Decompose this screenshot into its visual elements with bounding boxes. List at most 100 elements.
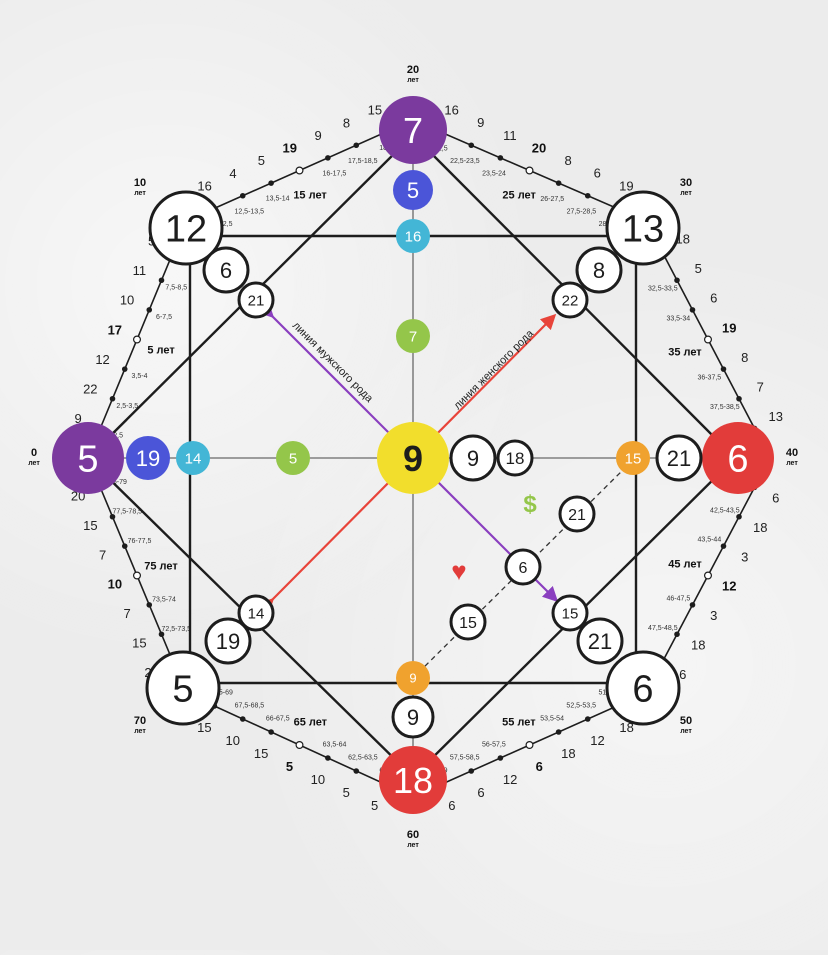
age-range-label: 17,5-18,5 <box>348 158 378 165</box>
node-top-3: 16 <box>396 219 430 253</box>
age-range-label: 77,5-78,5 <box>112 509 142 516</box>
node-value: 19 <box>136 446 160 471</box>
age-point <box>353 768 360 774</box>
node-top-main: 7 <box>379 96 447 164</box>
age-point-value: 16 <box>444 103 458 118</box>
mid-age-label: 35 лет <box>668 347 702 359</box>
age-point-value: 6 <box>477 785 484 800</box>
node-tl-main: 12 <box>148 190 224 266</box>
age-marker-unit: лет <box>28 460 40 467</box>
age-point-value: 15 <box>254 746 268 761</box>
age-point-value: 8 <box>741 350 748 365</box>
node-value: 18 <box>393 760 433 801</box>
age-point <box>239 716 246 722</box>
age-point <box>584 716 591 722</box>
node-value: 12 <box>165 209 207 251</box>
age-point-value: 8 <box>343 115 350 130</box>
age-point <box>158 277 165 284</box>
age-point <box>268 180 274 186</box>
age-point <box>468 142 475 149</box>
age-point <box>109 395 116 402</box>
node-value: 22 <box>562 292 579 309</box>
node-value: 21 <box>588 629 612 654</box>
age-point-value: 3 <box>741 549 748 564</box>
age-point <box>295 166 304 175</box>
age-point-value: 7 <box>757 380 764 395</box>
age-range-label: 68,5-69 <box>209 689 233 696</box>
node-value: 6 <box>519 560 528 577</box>
age-point <box>525 166 534 175</box>
age-point <box>295 740 304 749</box>
heart-icon: ♥ <box>451 556 466 586</box>
age-range-label: 23,5-24 <box>482 171 506 178</box>
age-point-value: 22 <box>83 382 97 397</box>
age-point-value: 18 <box>561 746 575 761</box>
age-point-value: 19 <box>283 141 297 156</box>
age-range-label: 52,5-53,5 <box>566 702 596 709</box>
node-left-main: 5 <box>52 422 124 494</box>
node-value: 5 <box>172 669 193 711</box>
age-range-label: 76-77,5 <box>128 538 152 545</box>
age-range-label: 13,5-14 <box>266 196 290 203</box>
age-range-label: 46-47,5 <box>666 595 690 602</box>
mid-age-label: 55 лет <box>502 716 536 728</box>
age-point <box>720 366 727 372</box>
node-value: 14 <box>185 450 202 467</box>
age-range-label: 67,5-68,5 <box>235 702 265 709</box>
node-tr-3: 22 <box>551 281 589 319</box>
age-marker-10: 10 <box>134 177 146 189</box>
mid-age-label: 25 лет <box>502 189 536 201</box>
age-point <box>121 543 128 549</box>
node-value: 5 <box>289 450 297 467</box>
male-line-label: линия мужского рода <box>290 320 376 406</box>
age-point-value: 18 <box>753 520 767 535</box>
node-value: 21 <box>248 292 265 309</box>
node-right-3: 15 <box>616 441 650 475</box>
node-value: 15 <box>459 615 477 632</box>
age-range-label: 42,5-43,5 <box>710 507 740 514</box>
age-point-value: 5 <box>258 153 265 168</box>
age-range-label: 66-67,5 <box>266 715 290 722</box>
age-point-value: 19 <box>619 178 633 193</box>
age-point-value: 10 <box>108 577 122 592</box>
age-point-value: 15 <box>132 635 146 650</box>
age-point <box>689 602 696 608</box>
node-value: 6 <box>632 669 653 711</box>
node-bottom-3: 9 <box>396 661 430 695</box>
node-left-3: 14 <box>176 441 210 475</box>
age-range-label: 53,5-54 <box>540 715 564 722</box>
age-point-value: 7 <box>99 547 106 562</box>
node-value: 8 <box>593 258 605 283</box>
node-value: 7 <box>403 110 423 151</box>
node-center-r1: 9 <box>449 434 497 482</box>
age-marker-unit: лет <box>134 728 146 735</box>
age-range-label: 47,5-48,5 <box>648 625 678 632</box>
mid-age-label: 5 лет <box>147 344 175 356</box>
age-point <box>109 513 116 520</box>
node-value: 14 <box>248 605 265 622</box>
node-value: 19 <box>216 629 240 654</box>
age-point <box>703 335 712 344</box>
age-point-value: 9 <box>477 115 484 130</box>
age-marker-unit: лет <box>134 190 146 197</box>
age-point <box>736 395 742 402</box>
node-value: 9 <box>407 705 419 730</box>
age-marker-30: 30 <box>680 177 692 189</box>
age-point <box>720 543 727 549</box>
age-point-value: 12 <box>722 579 736 594</box>
age-marker-50: 50 <box>680 715 692 727</box>
age-point <box>736 513 742 520</box>
age-point <box>325 755 331 761</box>
age-point-value: 6 <box>710 291 717 306</box>
node-value: 6 <box>220 258 232 283</box>
age-range-label: 3,5-4 <box>132 373 148 380</box>
age-point <box>555 180 562 186</box>
age-range-label: 27,5-28,5 <box>567 208 597 215</box>
age-point-value: 7 <box>123 606 130 621</box>
age-point <box>133 335 142 344</box>
age-point-value: 15 <box>368 103 382 118</box>
age-point <box>325 155 331 161</box>
age-range-label: 16-17,5 <box>323 170 347 177</box>
node-bl-3: 14 <box>237 594 275 632</box>
